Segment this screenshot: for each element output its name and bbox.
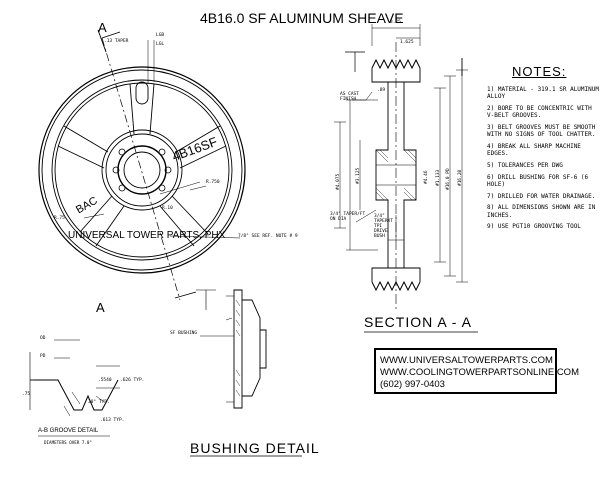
website-link-universal[interactable]: WWW.UNIVERSALTOWERPARTS.COM xyxy=(380,355,553,366)
callout-center-note: 7/8" SEE REF. NOTE # 9 xyxy=(238,234,298,239)
groove-dim-pd: PD xyxy=(40,354,46,359)
groove-dim-613: .613 TYP. xyxy=(100,418,125,423)
callout-lgl: LGL xyxy=(156,42,165,47)
sf-bushing-callout: SF BUSHING xyxy=(170,331,198,336)
callout-taper: .13 TAPER xyxy=(104,39,129,44)
note-item: 1) MATERIAL - 319.1 SR ALUMINUM ALLOY xyxy=(487,86,599,101)
dim-16-pd: #16.0 PD xyxy=(446,168,451,190)
dim-3-25: 3.25 xyxy=(390,20,401,25)
note-item: 2) BORE TO BE CONCENTRIC WITH V-BELT GRO… xyxy=(487,105,592,120)
dim-as-cast: AS CAST FINISH xyxy=(340,92,359,102)
groove-detail-view xyxy=(29,339,120,417)
groove-dim-75: .75 xyxy=(22,392,31,397)
callout-r75: R.75 xyxy=(54,216,65,221)
callout-r10: R.10 xyxy=(162,206,173,211)
note-item: 4) BREAK ALL SHARP MACHINE EDGES. xyxy=(487,143,581,158)
callout-lgb: LGB xyxy=(156,33,165,38)
dim-16-20: #16.20 xyxy=(458,169,463,186)
callout-r750: R.750 xyxy=(206,180,220,185)
dim-drive-bush: 3/4" TAPERXT TPI DRIVE BUSH xyxy=(374,214,393,239)
note-item: 9) USE PGT10 GROOVING TOOL xyxy=(487,223,581,231)
note-item: 5) TOLERANCES PER DWG xyxy=(487,162,563,169)
bushing-detail-label: BUSHING DETAIL xyxy=(190,440,320,456)
contact-box: WWW.UNIVERSALTOWERPARTS.COM WWW.COOLINGT… xyxy=(374,348,579,394)
bushing-detail-view xyxy=(196,289,267,409)
dim-1-625: 1.625 xyxy=(400,40,414,45)
groove-detail-subtitle: DIAMETERS OVER 7.0" xyxy=(44,440,92,445)
phone-number: (602) 997-0403 xyxy=(380,379,445,390)
website-link-cooling[interactable]: WWW.COOLINGTOWERPARTSONLINE.COM xyxy=(380,367,579,378)
dim-1-133: #1.133 xyxy=(436,169,441,186)
notes-title: NOTES: xyxy=(512,64,567,79)
notes-list: 1) MATERIAL - 319.1 SR ALUMINUM ALLOY 2)… xyxy=(487,86,599,235)
note-item: 7) DRILLED FOR WATER DRAINAGE. xyxy=(487,192,596,200)
view-label-a-top: A xyxy=(98,20,107,35)
section-a-a-label: SECTION A - A xyxy=(364,314,472,330)
note-item: 6) DRILL BUSHING FOR SF-6 (6 HOLE) xyxy=(487,173,589,188)
dim-89: .89 xyxy=(377,88,386,93)
dim-taper-note: 3/4" TAPER/FT ON DIA xyxy=(330,212,366,222)
dim-4-075: #4.075 xyxy=(336,173,341,190)
drawing-title: 4B16.0 SF ALUMINUM SHEAVE xyxy=(200,10,404,26)
note-item: 3) BELT GROOVES MUST BE SMOOTH WITH NO S… xyxy=(487,124,596,139)
dim-3-125: #3.125 xyxy=(356,167,361,184)
note-item: 8) ALL DIMENSIONS SHOWN ARE IN INCHES. xyxy=(487,204,596,219)
groove-dim-5540: .5540 xyxy=(98,378,112,383)
sheave-front-view xyxy=(38,29,246,301)
view-label-a-bottom: A xyxy=(96,300,105,315)
watermark-text: UNIVERSAL TOWER PARTS, PHX xyxy=(68,230,226,241)
section-a-a-view xyxy=(334,24,468,310)
groove-detail-title: A-B GROOVE DETAIL xyxy=(38,428,99,434)
groove-dim-626: .626 TYP. xyxy=(120,378,145,383)
groove-dim-od: OD xyxy=(40,336,46,341)
dim-4-46: #4.46 xyxy=(424,170,429,184)
groove-dim-angle: 38° TYP. xyxy=(88,400,110,405)
